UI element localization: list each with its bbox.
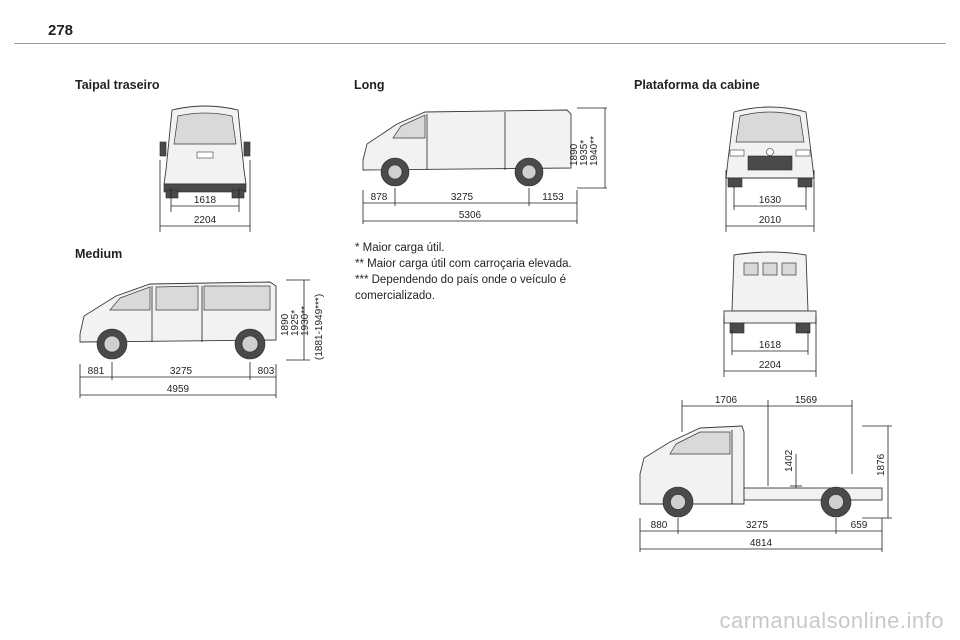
taipal-rear-view-figure: 1618 2204: [159, 105, 251, 232]
cabine-rear-inner-width-label: 1618: [759, 340, 782, 351]
cab-chassis-side-illustration: [639, 425, 883, 518]
cabine-front-overhang-label: 880: [651, 520, 668, 531]
medium-height-2: 1925*: [290, 310, 301, 336]
van-rear-illustration: [159, 105, 251, 199]
cabine-wheelbase-label: 3275: [746, 520, 769, 531]
cabine-rear-outer-width-label: 2204: [759, 360, 782, 371]
long-height-2: 1935*: [579, 140, 590, 166]
cabine-front-inner-width-label: 1630: [759, 195, 782, 206]
heading-taipal-traseiro: Taipal traseiro: [75, 78, 160, 92]
long-height-1: 1890: [569, 143, 580, 166]
footnotes: * Maior carga útil. ** Maior carga útil …: [355, 240, 605, 304]
cabine-platform-height-label: 1402: [784, 449, 795, 472]
long-front-overhang-label: 878: [371, 192, 388, 203]
watermark: carmanualsonline.info: [719, 608, 944, 633]
heading-medium: Medium: [75, 247, 123, 261]
long-length-label: 5306: [459, 210, 482, 221]
medium-height-3: 1930**: [300, 306, 311, 336]
footnote-1: * Maior carga útil.: [355, 242, 445, 254]
cabine-front-outer-width-label: 2010: [759, 215, 782, 226]
cabine-length-label: 4814: [750, 538, 773, 549]
taipal-inner-width-label: 1618: [194, 195, 217, 206]
van-long-side-illustration: [362, 109, 572, 187]
footnote-2: ** Maior carga útil com carroçaria eleva…: [355, 258, 572, 270]
header-divider: [14, 43, 946, 44]
long-side-view-figure: 1890 1935* 1940** 878 3275 1153 5306: [362, 107, 607, 224]
medium-wheelbase-label: 3275: [170, 366, 193, 377]
van-medium-side-illustration: [79, 281, 277, 360]
medium-height-4: (1881-1949***): [314, 294, 325, 360]
cabine-rear-overhang-label: 659: [851, 520, 868, 531]
cabine-top-left-dimension: 1706: [715, 395, 738, 406]
footnote-3: *** Dependendo do país onde o veículo é …: [355, 274, 566, 302]
cabine-rear-view-figure: 1618 2204: [723, 251, 817, 377]
cabine-top-right-dimension: 1569: [795, 395, 818, 406]
heading-long: Long: [354, 78, 385, 92]
medium-length-label: 4959: [167, 384, 190, 395]
long-height-3: 1940**: [589, 136, 600, 166]
van-front-illustration: [725, 106, 815, 188]
medium-height-1: 1890: [280, 313, 291, 336]
taipal-outer-width-label: 2204: [194, 215, 217, 226]
cabine-front-view-figure: 1630 2010: [725, 106, 815, 232]
cabine-side-view-figure: 1706 1569 1402 1876 880 3275 659 4814: [639, 395, 892, 552]
long-rear-overhang-label: 1153: [542, 192, 564, 203]
medium-side-view-figure: 1890 1925* 1930** (1881-1949***) 881 327…: [79, 279, 325, 398]
cab-rear-illustration: [723, 251, 817, 334]
long-wheelbase-label: 3275: [451, 192, 474, 203]
medium-rear-overhang-label: 803: [258, 366, 275, 377]
heading-plataforma-da-cabine: Plataforma da cabine: [634, 78, 760, 92]
cabine-total-height-label: 1876: [876, 453, 887, 476]
medium-front-overhang-label: 881: [88, 366, 105, 377]
page-number: 278: [48, 22, 74, 39]
